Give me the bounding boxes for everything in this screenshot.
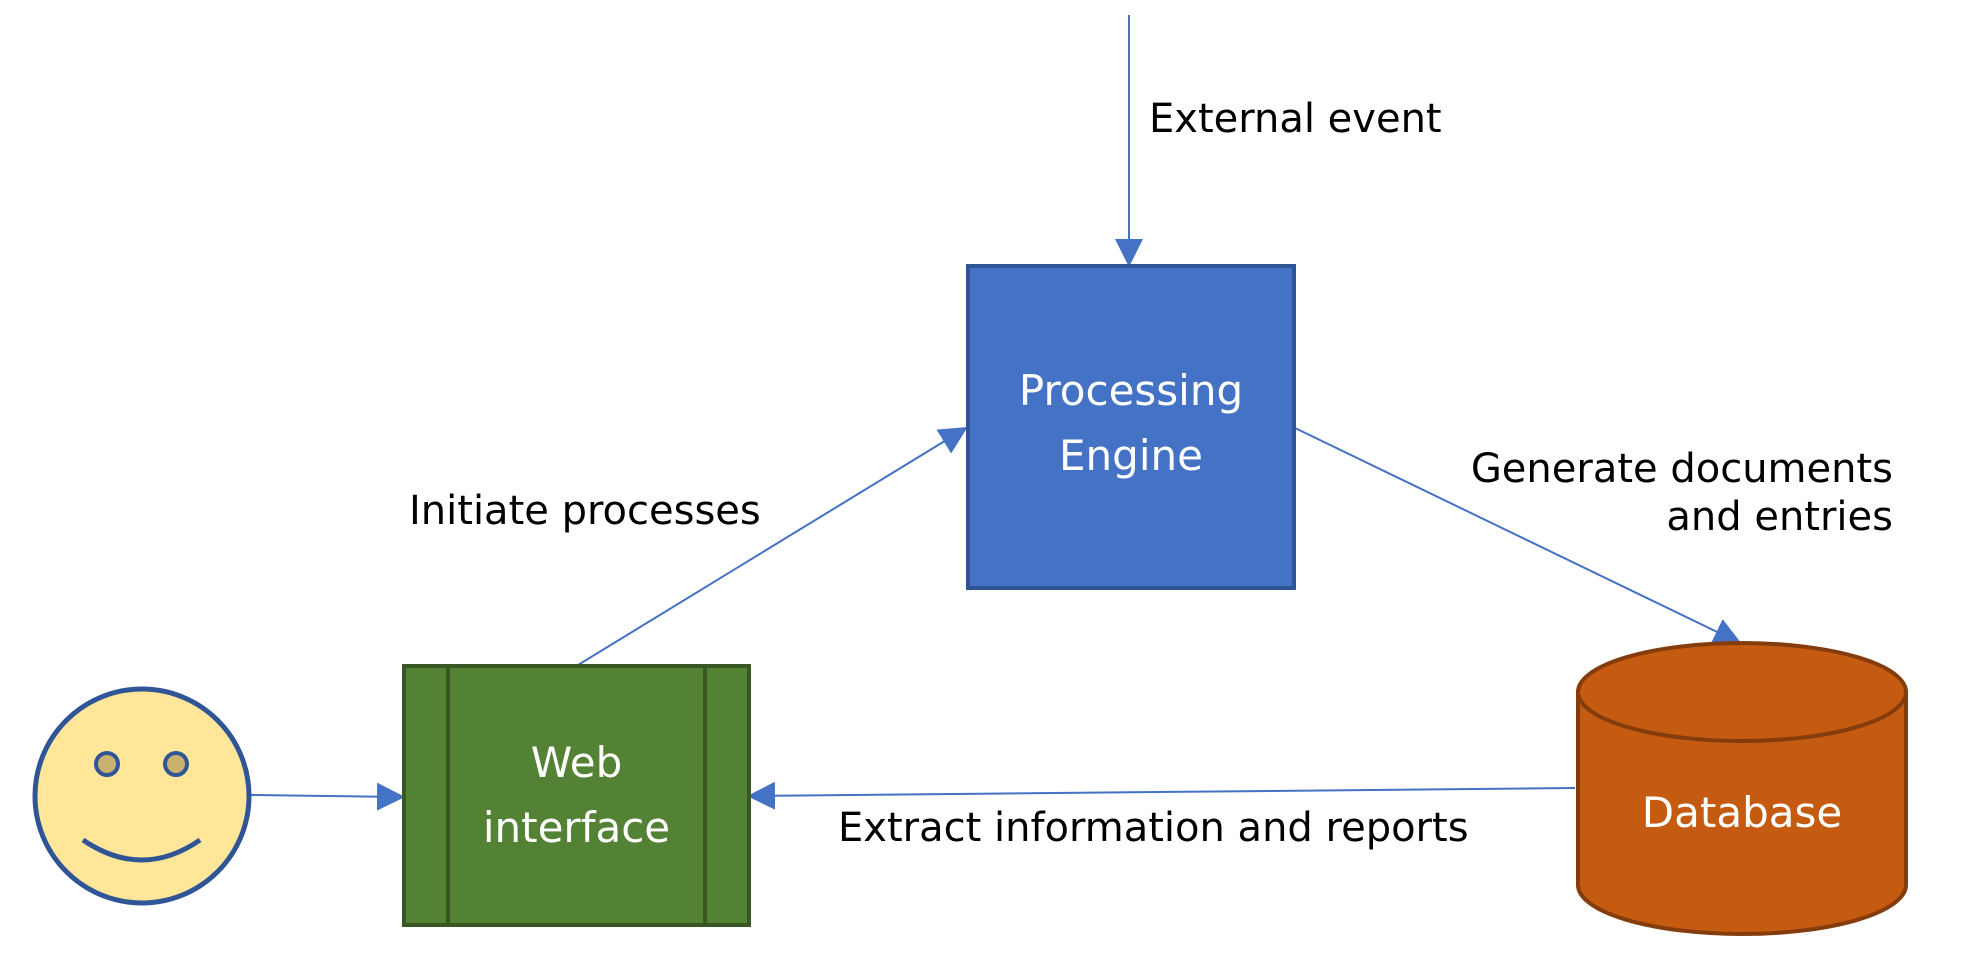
processing-engine-label-line2: Engine [1059, 431, 1203, 481]
processing-engine-label: Processing Engine [968, 358, 1294, 488]
generate-documents-label-line2: and entries [1666, 494, 1893, 540]
generate-documents-label: Generate documents and entries [1400, 445, 1893, 541]
web-interface-label-line1: Web [530, 738, 623, 787]
initiate-processes-label: Initiate processes [409, 488, 761, 534]
arrow-extract-information [747, 781, 1576, 810]
web-interface-label: Web interface [404, 730, 749, 860]
generate-documents-label-line1: Generate documents [1470, 446, 1893, 492]
extract-information-label: Extract information and reports [838, 805, 1469, 851]
web-interface-box [402, 664, 751, 927]
arrow-user-to-web [250, 782, 405, 811]
smiley-face-icon [32, 686, 252, 906]
database-cylinder [1576, 641, 1908, 936]
external-event-label: External event [1149, 96, 1442, 142]
database-label: Database [1641, 788, 1843, 837]
processing-engine-box [966, 264, 1296, 590]
web-interface-label-line2: interface [482, 803, 671, 853]
arrow-initiate-processes [577, 426, 968, 666]
arrow-generate-documents [1294, 427, 1742, 645]
processing-engine-label-line1: Processing [1018, 366, 1244, 415]
